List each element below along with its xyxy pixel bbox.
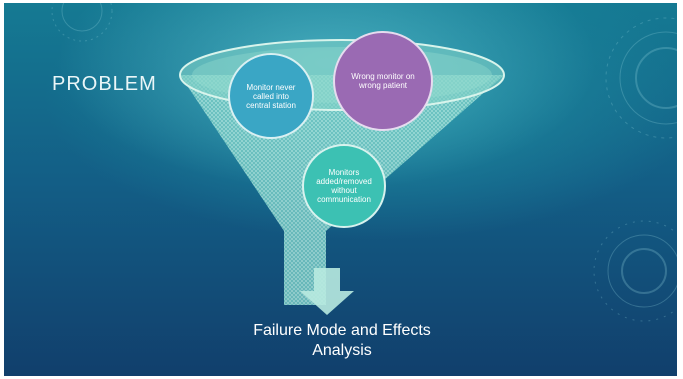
slide-title: PROBLEM xyxy=(52,73,157,95)
bubble-monitor-never-called: Monitor never called into central statio… xyxy=(228,53,314,139)
decorative-rings xyxy=(51,3,677,322)
fmea-caption: Failure Mode and Effects Analysis xyxy=(214,321,470,361)
slide: PROBLEM Monitor never called into centra… xyxy=(4,3,677,376)
bubble-monitors-added-removed: Monitors added/removed without communica… xyxy=(302,144,386,228)
down-arrow-icon xyxy=(300,268,354,315)
caption-line-1: Failure Mode and Effects xyxy=(253,322,431,339)
bubble-wrong-monitor: Wrong monitor on wrong patient xyxy=(333,31,433,131)
caption-line-2: Analysis xyxy=(312,342,372,359)
